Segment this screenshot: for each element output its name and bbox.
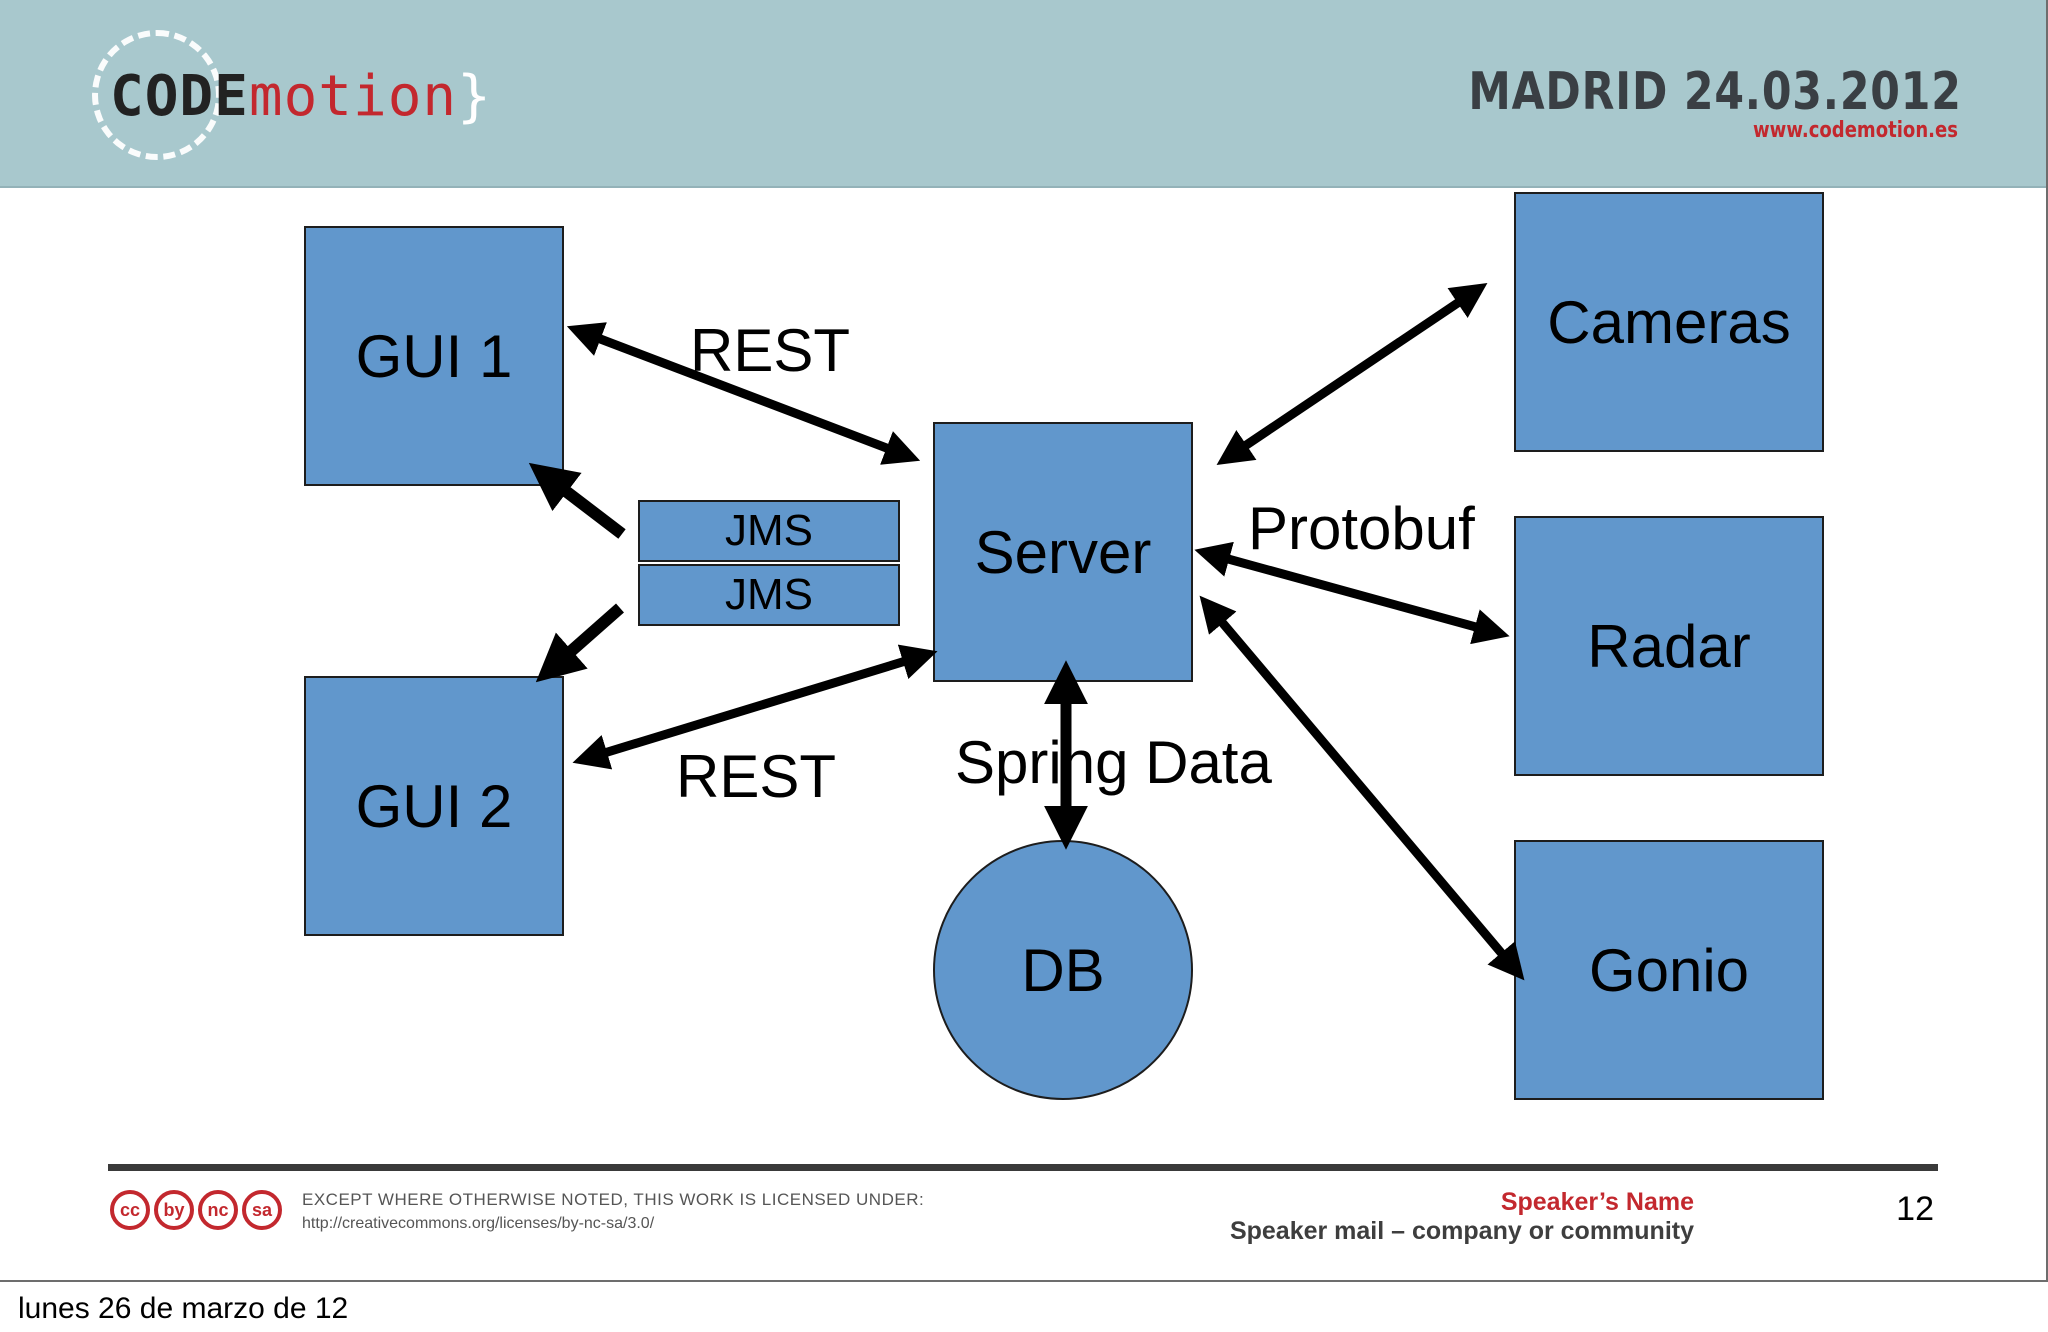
arrow-jms-gui1	[528, 462, 626, 539]
arrow-server-cameras	[1216, 282, 1488, 466]
logo-part-code: CODE	[110, 64, 249, 129]
arrow-server-radar	[1194, 541, 1510, 645]
node-db-label: DB	[1021, 936, 1105, 1004]
codemotion-logo: CODEmotion}	[92, 30, 491, 160]
node-gonio-label: Gonio	[1588, 936, 1750, 1004]
share-alike-icon: sa	[242, 1190, 282, 1230]
by-attribution-icon: by	[154, 1190, 194, 1230]
event-city-date: MADRID 24.03.2012	[1468, 62, 1962, 122]
node-gui1-label: GUI 1	[355, 322, 513, 390]
connector-arrows	[528, 282, 1525, 981]
label-rest-bottom: REST	[676, 743, 837, 810]
speaker-mail: Speaker mail – company or community	[1229, 1217, 1694, 1245]
node-radar-label: Radar	[1587, 612, 1751, 680]
slide-page-number: 12	[1896, 1190, 1934, 1228]
creative-commons-badges: cc by nc sa	[110, 1190, 282, 1230]
arrow-gui2-server	[572, 644, 938, 770]
logo-brace: }	[457, 64, 492, 129]
slide-header: CODEmotion} MADRID 24.03.2012 www.codemo…	[0, 0, 2046, 188]
logo-part-motion: motion	[248, 64, 458, 129]
label-spring-data: Spring Data	[955, 729, 1272, 796]
speaker-name: Speaker’s Name	[1500, 1188, 1694, 1216]
arrow-server-gonio	[1199, 595, 1525, 981]
license-url[interactable]: http://creativecommons.org/licenses/by-n…	[302, 1215, 655, 1232]
node-db: DB	[933, 840, 1193, 1100]
slide-date-caption: lunes 26 de marzo de 12	[18, 1292, 349, 1325]
label-rest-top: REST	[690, 317, 851, 384]
slide: CODEmotion} MADRID 24.03.2012 www.codemo…	[0, 0, 2048, 1282]
node-jms-2-label: JMS	[725, 570, 813, 619]
node-gui2: GUI 2	[304, 676, 564, 936]
license-notice: EXCEPT WHERE OTHERWISE NOTED, THIS WORK …	[302, 1190, 925, 1209]
node-server: Server	[933, 422, 1193, 682]
arrow-gui1-server	[566, 322, 921, 465]
noncommercial-icon: nc	[198, 1190, 238, 1230]
footer-divider	[108, 1164, 1938, 1171]
node-jms-1: JMS	[638, 500, 900, 562]
logo-gear-ring	[92, 30, 222, 160]
cc-icon: cc	[110, 1190, 150, 1230]
node-radar: Radar	[1514, 516, 1824, 776]
event-url: www.codemotion.es	[1753, 118, 1958, 143]
node-jms-2: JMS	[638, 564, 900, 626]
logo-wordmark: CODEmotion}	[110, 64, 492, 129]
node-server-label: Server	[974, 518, 1152, 586]
node-gui2-label: GUI 2	[355, 772, 513, 840]
node-gui1: GUI 1	[304, 226, 564, 486]
node-jms-1-label: JMS	[725, 506, 813, 555]
node-gonio: Gonio	[1514, 840, 1824, 1100]
label-protobuf: Protobuf	[1248, 495, 1475, 562]
node-cameras-label: Cameras	[1547, 288, 1791, 356]
arrow-jms-gui2	[535, 603, 624, 683]
node-cameras: Cameras	[1514, 192, 1824, 452]
